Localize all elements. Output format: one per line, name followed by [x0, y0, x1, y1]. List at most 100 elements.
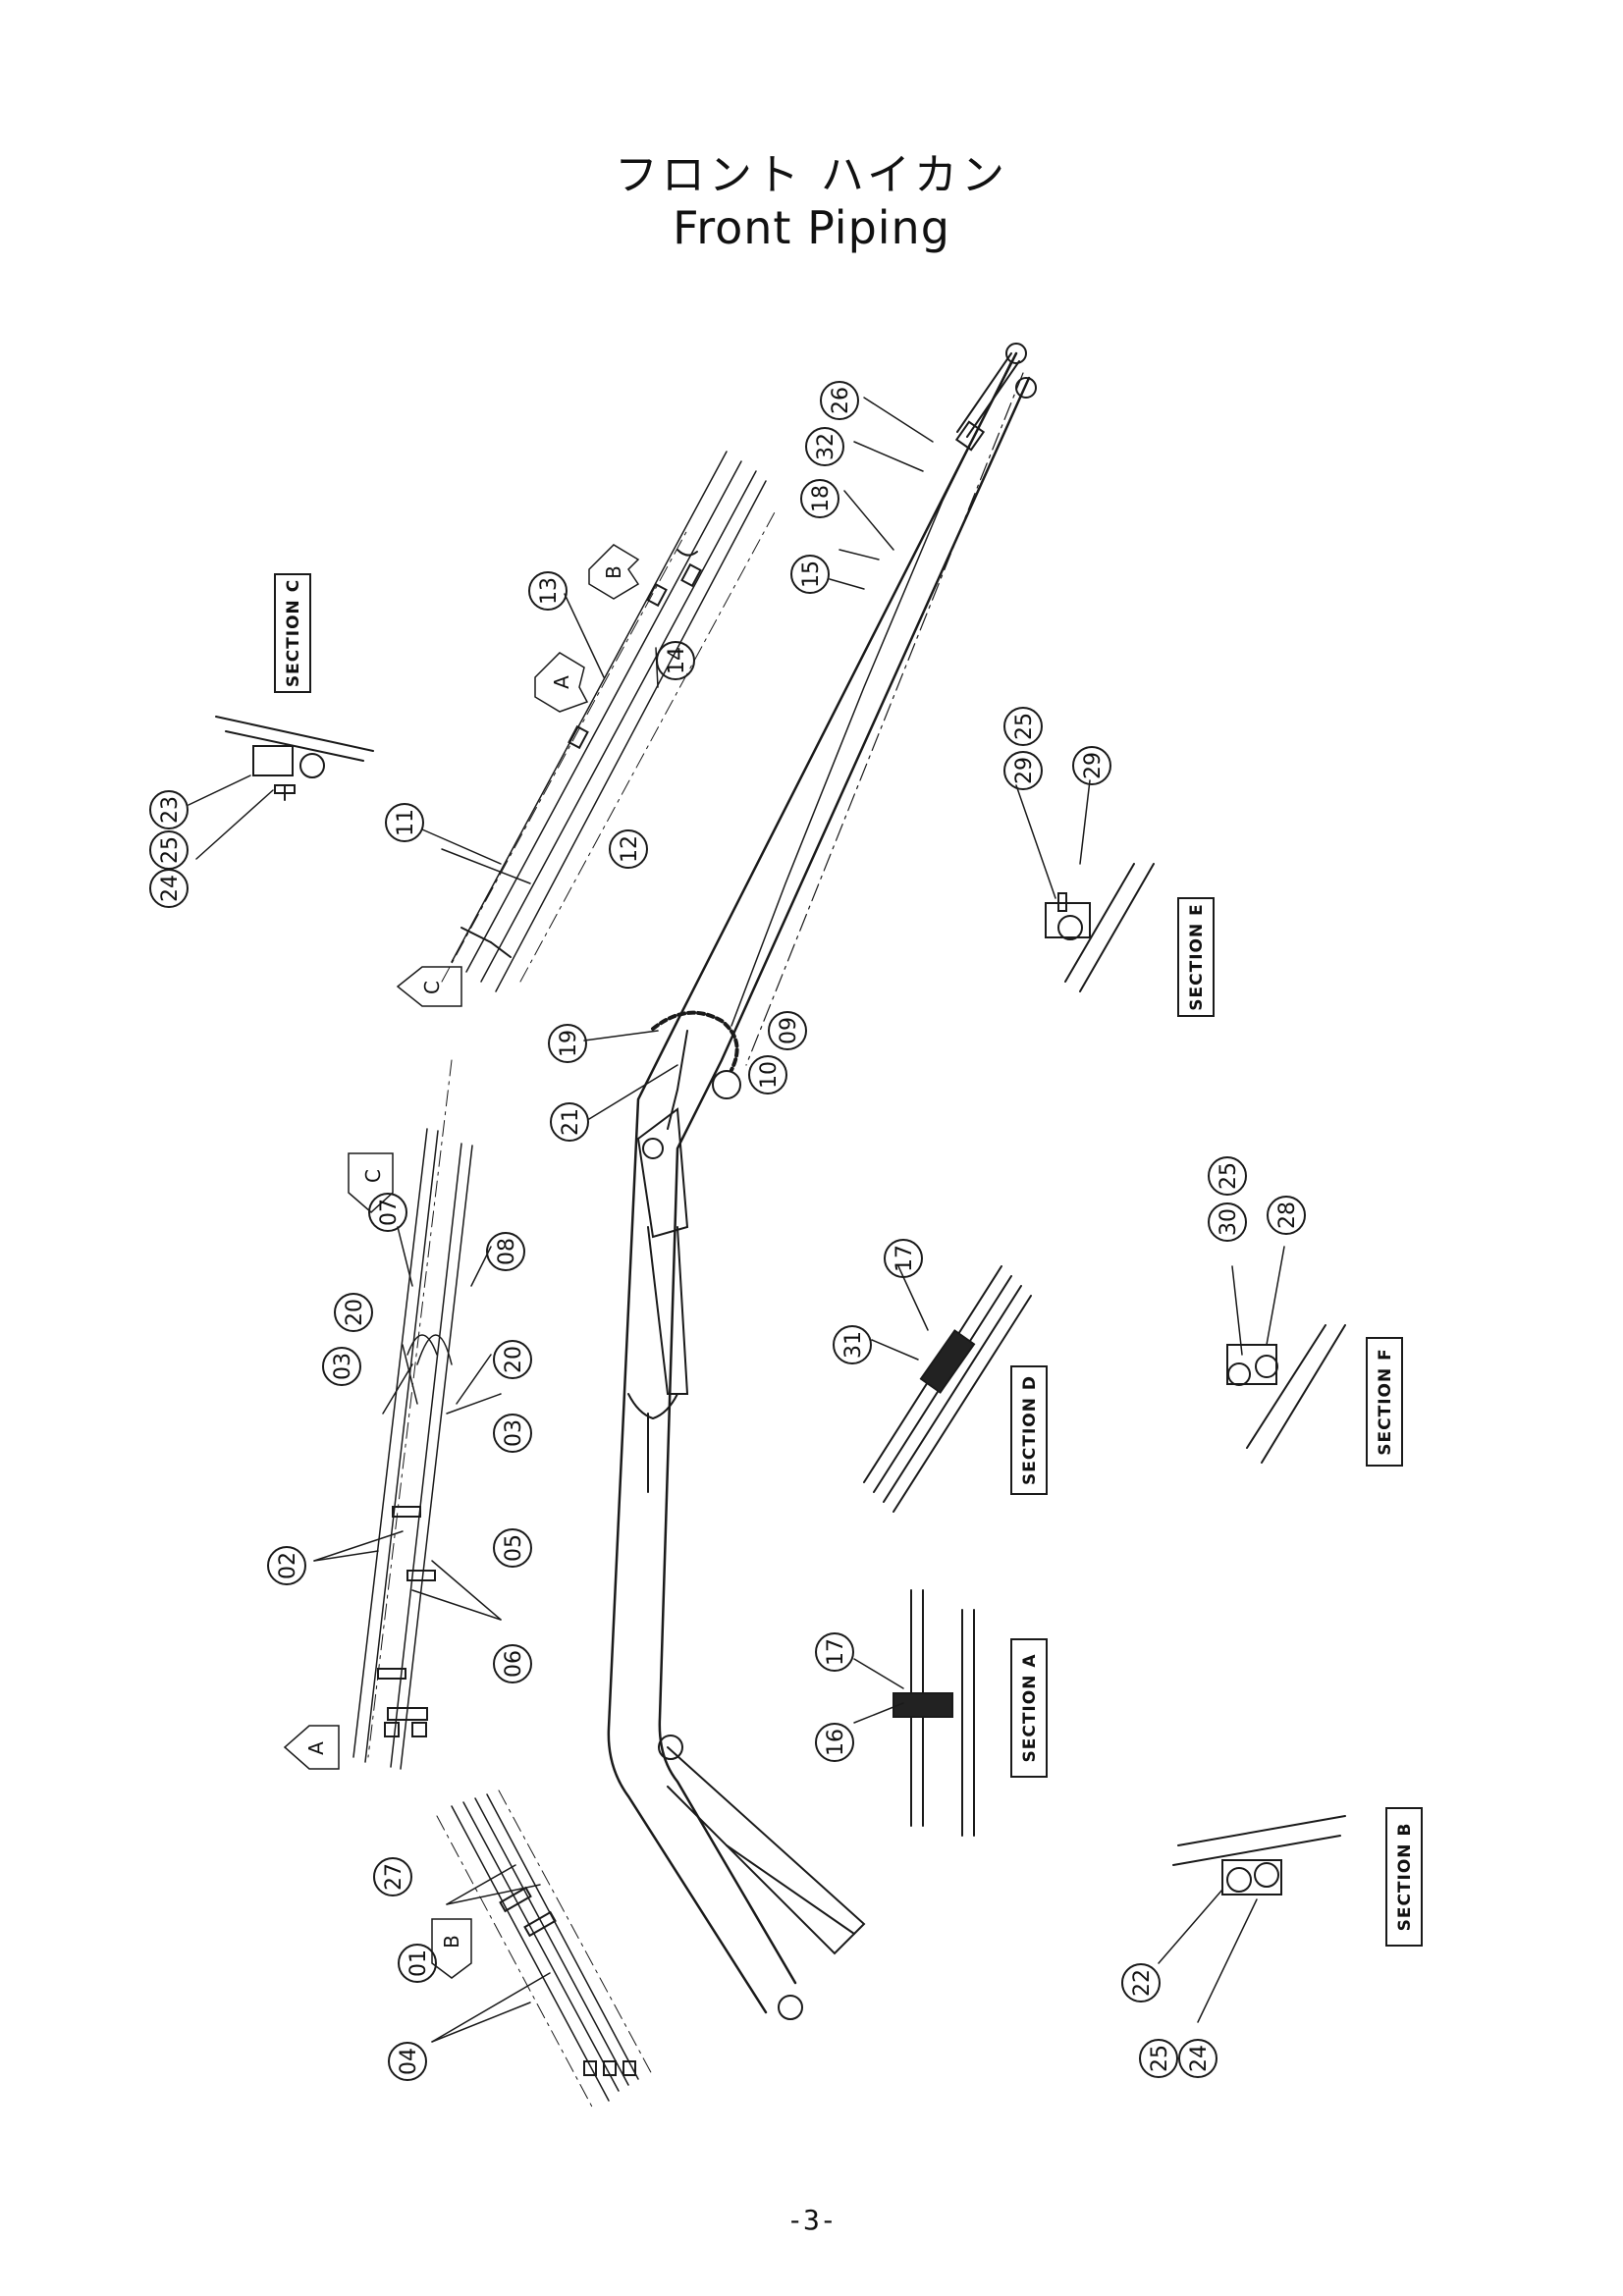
svg-text:25: 25: [1217, 1162, 1241, 1190]
callout-25-b: 25: [1139, 2039, 1178, 2078]
title-english: Front Piping: [673, 201, 950, 254]
section-c-detail: [215, 716, 374, 801]
svg-text:22: 22: [1130, 1969, 1155, 1997]
callout-32: 32: [805, 427, 844, 466]
view-arrow-a-bottom-label: A: [304, 1741, 328, 1755]
callout-25-f: 25: [1208, 1156, 1247, 1196]
svg-text:11: 11: [394, 809, 418, 836]
callout-27: 27: [373, 1857, 412, 1896]
callout-15: 15: [790, 555, 830, 594]
callout-28: 28: [1267, 1196, 1306, 1235]
callout-01: 01: [398, 1944, 437, 1983]
callout-03-left: 03: [322, 1347, 361, 1386]
boom-outline: [607, 343, 1037, 2020]
view-arrow-a-bottom: [283, 1725, 340, 1770]
svg-text:02: 02: [276, 1552, 300, 1579]
callout-16: 16: [815, 1723, 854, 1762]
view-arrow-a-top: [534, 652, 589, 713]
leader-lines: [188, 397, 1285, 2043]
svg-text:14: 14: [665, 647, 689, 674]
lower-pipe-assembly: [436, 1789, 654, 2111]
callout-21: 21: [550, 1102, 589, 1142]
svg-text:05: 05: [502, 1534, 526, 1562]
callout-25-e: 25: [1003, 707, 1043, 746]
view-arrow-b-top: [588, 544, 640, 600]
svg-text:03: 03: [331, 1353, 355, 1380]
svg-text:07: 07: [377, 1199, 402, 1226]
view-arrow-a-top-label: A: [550, 675, 573, 689]
callout-19: 19: [548, 1024, 587, 1063]
callout-23: 23: [149, 790, 189, 829]
callout-13: 13: [528, 571, 568, 611]
section-d-label: SECTION D: [1010, 1365, 1048, 1495]
section-b-label: SECTION B: [1385, 1807, 1423, 1947]
callout-06: 06: [493, 1644, 532, 1683]
callout-22: 22: [1121, 1963, 1161, 2002]
svg-text:01: 01: [406, 1949, 431, 1977]
callout-11: 11: [385, 803, 424, 842]
section-e-detail: [1045, 863, 1155, 992]
svg-text:30: 30: [1217, 1208, 1241, 1236]
svg-text:09: 09: [777, 1017, 801, 1044]
section-a-detail: [893, 1589, 975, 1837]
callout-20-left: 20: [334, 1293, 373, 1332]
svg-text:25: 25: [158, 836, 183, 864]
svg-text:25: 25: [1012, 713, 1037, 740]
svg-text:21: 21: [559, 1108, 583, 1136]
callout-24-b: 24: [1178, 2039, 1217, 2078]
svg-text:SECTION B: SECTION B: [1395, 1823, 1415, 1932]
callout-05: 05: [493, 1528, 532, 1568]
svg-text:SECTION D: SECTION D: [1020, 1375, 1040, 1485]
svg-text:06: 06: [502, 1650, 526, 1678]
svg-text:15: 15: [799, 561, 824, 588]
svg-text:SECTION E: SECTION E: [1187, 903, 1207, 1010]
svg-text:10: 10: [757, 1061, 782, 1089]
section-a-label: SECTION A: [1010, 1638, 1048, 1778]
callout-08: 08: [486, 1232, 525, 1271]
svg-text:17: 17: [824, 1638, 848, 1666]
svg-text:SECTION A: SECTION A: [1020, 1653, 1040, 1762]
middle-pipe-assembly: [352, 1059, 473, 1770]
svg-text:SECTION C: SECTION C: [284, 579, 303, 687]
callout-26: 26: [820, 381, 859, 420]
svg-text:28: 28: [1275, 1201, 1300, 1229]
page-number: -3-: [786, 2204, 837, 2236]
callout-07: 07: [368, 1193, 407, 1232]
callout-20-right: 20: [493, 1340, 532, 1379]
svg-text:03: 03: [502, 1419, 526, 1447]
section-e-label: SECTION E: [1177, 897, 1215, 1017]
svg-text:17: 17: [893, 1245, 917, 1272]
callout-25: 25: [149, 830, 189, 870]
callout-18: 18: [800, 479, 839, 518]
callout-17-a: 17: [815, 1632, 854, 1672]
section-b-detail: [1172, 1815, 1346, 1896]
view-arrow-b-bottom: [431, 1918, 472, 1979]
svg-text:25: 25: [1148, 2045, 1172, 2072]
svg-text:24: 24: [158, 875, 183, 902]
svg-text:27: 27: [382, 1863, 406, 1891]
callout-29-e-left: 29: [1003, 751, 1043, 790]
view-arrow-c-mid: [348, 1152, 394, 1214]
section-f-label: SECTION F: [1366, 1337, 1403, 1467]
title-japanese: フロント ハイカン: [614, 150, 1009, 200]
callout-31: 31: [833, 1325, 872, 1364]
svg-text:32: 32: [814, 433, 839, 460]
view-arrow-c-mid-label: C: [361, 1169, 385, 1183]
section-f-detail: [1226, 1324, 1346, 1464]
svg-text:18: 18: [809, 485, 834, 512]
svg-text:SECTION F: SECTION F: [1376, 1348, 1395, 1455]
svg-text:20: 20: [502, 1346, 526, 1373]
svg-text:29: 29: [1081, 752, 1106, 779]
svg-text:13: 13: [537, 577, 562, 605]
view-arrow-b-bottom-label: B: [440, 1935, 463, 1949]
callout-10: 10: [748, 1055, 787, 1095]
callout-04: 04: [388, 2042, 427, 2081]
svg-text:31: 31: [841, 1331, 866, 1359]
section-c-label: SECTION C: [274, 573, 311, 693]
svg-text:24: 24: [1187, 2045, 1212, 2072]
svg-text:19: 19: [557, 1030, 581, 1057]
callout-12: 12: [609, 829, 648, 869]
callout-03-right: 03: [493, 1414, 532, 1453]
svg-text:26: 26: [829, 387, 853, 414]
